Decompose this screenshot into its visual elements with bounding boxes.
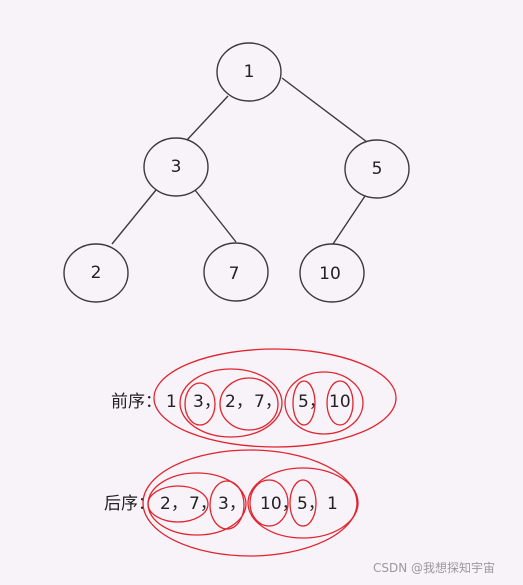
watermark: CSDN @我想探知宇宙 <box>373 560 495 575</box>
tree-node-label: 7 <box>229 264 240 284</box>
tree-node-7: 7 <box>203 242 269 302</box>
tree-node-2: 2 <box>63 243 129 303</box>
edge-3-7 <box>194 189 237 243</box>
preorder-item: 2， <box>225 392 253 412</box>
postorder-item: 7， <box>189 494 217 514</box>
preorder-row: 前序： 1 3， 2， 7， 5， 10 <box>111 348 397 448</box>
postorder-node-ring <box>289 479 317 527</box>
preorder-subtree-ring <box>179 368 283 438</box>
postorder-node-ring <box>209 480 245 530</box>
tree-node-1: 1 <box>216 42 282 102</box>
preorder-item: 10 <box>329 392 351 412</box>
postorder-subtree-ring <box>247 467 359 539</box>
postorder-label: 后序： <box>104 494 155 514</box>
tree-node-label: 10 <box>319 264 341 284</box>
preorder-item: 3， <box>193 392 221 412</box>
postorder-group-ring <box>142 449 358 557</box>
preorder-item: 7， <box>254 392 282 412</box>
tree-node-label: 3 <box>171 157 182 177</box>
tree-node-10: 10 <box>299 243 365 303</box>
postorder-subtree-ring <box>147 485 209 523</box>
postorder-item: 2， <box>160 494 188 514</box>
preorder-subtree-ring <box>284 371 364 435</box>
preorder-item: 1 <box>166 392 177 412</box>
postorder-item: 3， <box>218 494 246 514</box>
edge-1-3 <box>186 95 229 141</box>
tree-node-3: 3 <box>143 137 209 197</box>
tree-node-label: 5 <box>372 159 383 179</box>
tree-node-label: 2 <box>91 263 102 283</box>
preorder-subtree-ring <box>219 377 279 431</box>
tree-node-label: 1 <box>244 62 255 82</box>
postorder-row: 后序： 2， 7， 3， 10， 5， 1 <box>104 449 359 557</box>
edge-5-10 <box>332 195 366 245</box>
preorder-group-ring <box>153 348 397 448</box>
preorder-label: 前序： <box>111 392 162 412</box>
preorder-node-ring <box>292 380 316 426</box>
postorder-item: 10， <box>260 494 299 514</box>
preorder-item: 5， <box>298 392 326 412</box>
postorder-node-ring <box>249 479 289 527</box>
postorder-item: 5， <box>297 494 325 514</box>
postorder-item: 1 <box>327 494 338 514</box>
preorder-node-ring <box>326 380 354 426</box>
edge-3-2 <box>111 189 157 245</box>
edge-1-5 <box>281 77 368 143</box>
tree-node-5: 5 <box>344 139 410 199</box>
preorder-node-ring <box>184 382 216 426</box>
